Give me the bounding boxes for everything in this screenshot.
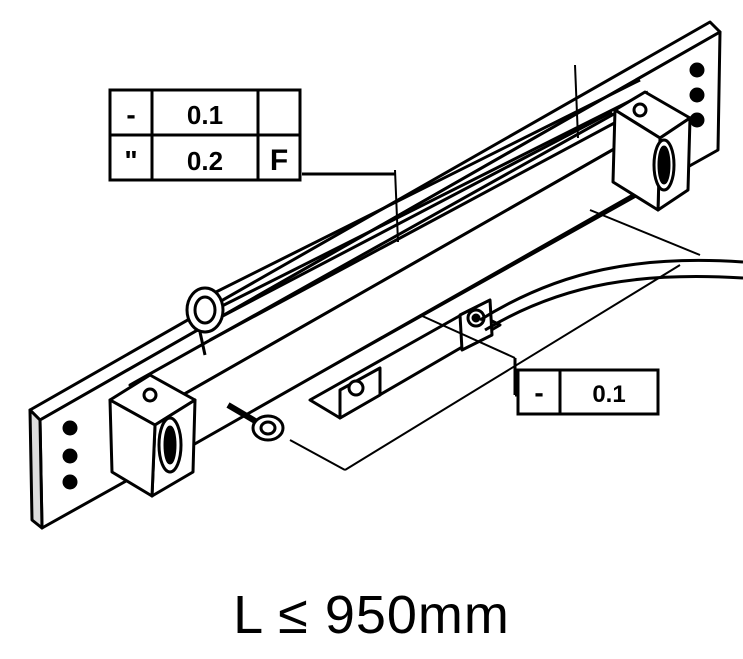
caption-relation: ≤	[278, 585, 309, 645]
feature-control-frame-top	[108, 88, 302, 182]
caption-unit: mm	[417, 585, 510, 645]
fcf-top-row2-symbol: "	[124, 145, 137, 176]
fcf-top-row1-symbol: -	[126, 99, 135, 130]
feature-control-frame-right	[516, 368, 660, 416]
fcf-top-row2-value: 0.2	[187, 146, 223, 176]
length-limit-caption: L ≤ 950mm	[0, 580, 743, 650]
mounting-screw	[226, 402, 285, 442]
caption-value: 950mm	[324, 585, 510, 645]
fcf-top-row1-value: 0.1	[187, 100, 223, 130]
end-block-right	[611, 90, 692, 212]
fcf-right-symbol: -	[534, 377, 543, 408]
rod-bushing	[185, 286, 225, 356]
fcf-top-row2-datum: F	[270, 144, 288, 177]
cable	[479, 258, 743, 332]
fcf-right-value: 0.1	[592, 381, 625, 408]
end-block-left	[108, 373, 197, 498]
reference-lines	[289, 64, 701, 471]
caption-symbol: L	[233, 585, 263, 645]
